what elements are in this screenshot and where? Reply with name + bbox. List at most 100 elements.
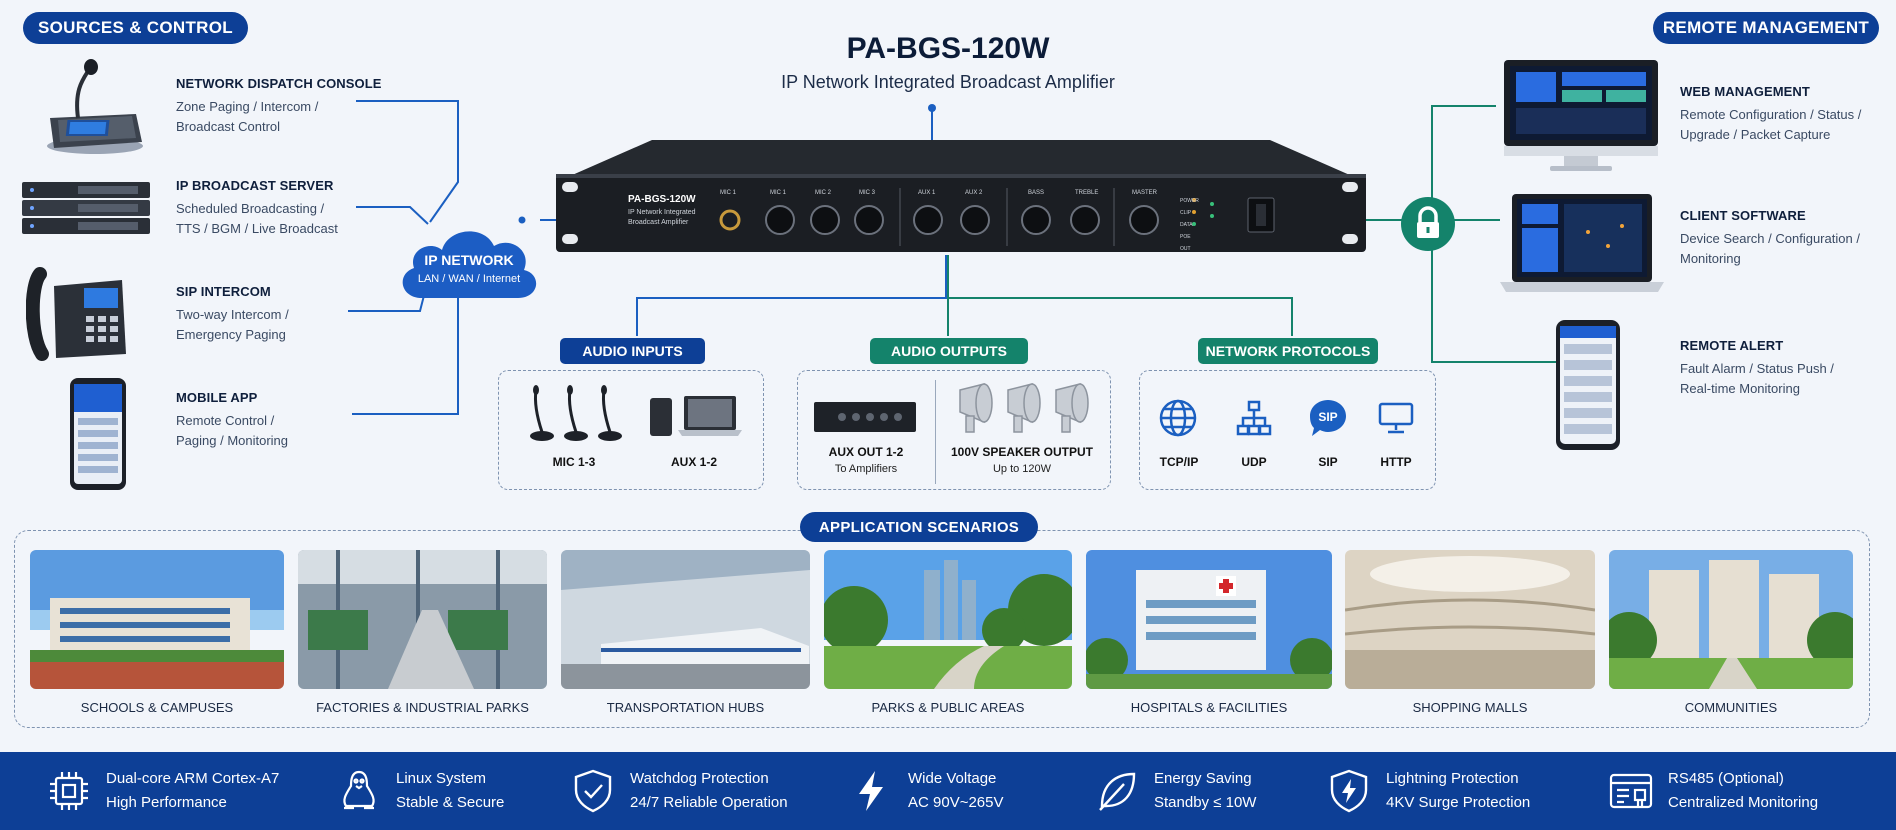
source-item-dispatch-console: NETWORK DISPATCH CONSOLE Zone Paging / I…	[176, 76, 382, 137]
source-desc-line2: Paging / Monitoring	[176, 433, 289, 448]
management-desc-line2: Real-time Monitoring	[1680, 381, 1800, 396]
management-title: REMOTE ALERT	[1680, 338, 1784, 353]
source-desc-line2: Broadcast Control	[176, 119, 281, 134]
scenario-image-park	[824, 550, 1072, 689]
source-title: SIP INTERCOM	[176, 284, 271, 299]
feature-line2: AC 90V~265V	[908, 794, 1004, 811]
scenario-image-factory	[298, 550, 547, 689]
line-alert	[1431, 220, 1556, 363]
source-title: IP BROADCAST SERVER	[176, 178, 334, 193]
indicator-poe: POE	[1180, 234, 1191, 240]
line-console	[356, 100, 459, 223]
feature-line2: Stable & Secure	[396, 794, 505, 811]
audio-outputs-box	[797, 370, 1111, 490]
mic-label: MIC 1-3	[552, 455, 596, 469]
feature-line2: Centralized Monitoring	[1668, 794, 1819, 811]
scenario-image-community	[1609, 550, 1853, 689]
speaker-out-title: 100V SPEAKER OUTPUT	[950, 445, 1094, 459]
remote-management-pill: REMOTE MANAGEMENT	[1653, 12, 1879, 44]
line-app	[352, 280, 459, 415]
device-control-aux2: AUX 2	[965, 190, 983, 196]
management-desc-line1: Device Search / Configuration /	[1680, 231, 1860, 246]
source-item-mobile-app: MOBILE APP Remote Control / Paging / Mon…	[176, 390, 288, 451]
leaf-icon	[1099, 772, 1136, 811]
feature-line1: Linux System	[396, 770, 487, 787]
feature-line2: 4KV Surge Protection	[1386, 794, 1531, 811]
device-control-master: MASTER	[1132, 190, 1158, 196]
indicator-power: POWER	[1180, 198, 1199, 204]
source-desc-line1: Remote Control /	[176, 413, 275, 428]
feature-line1: RS485 (Optional)	[1668, 770, 1784, 787]
lightning-bolt-icon	[859, 771, 883, 811]
device-control-mic1-knob: MIC 1	[770, 190, 787, 196]
monitor-icon	[1378, 402, 1414, 434]
protocols-box	[1139, 370, 1436, 490]
source-desc-line2: TTS / BGM / Live Broadcast	[176, 221, 338, 236]
feature-line1: Dual-core ARM Cortex-A7	[106, 770, 280, 787]
protocol-tcpip: TCP/IP	[1159, 455, 1199, 469]
microphone-console-icon	[47, 59, 143, 154]
source-title: NETWORK DISPATCH CONSOLE	[176, 76, 382, 91]
management-desc-line1: Fault Alarm / Status Push /	[1680, 361, 1834, 376]
aux-label: AUX 1-2	[670, 455, 717, 469]
cpu-chip-icon	[50, 772, 88, 810]
smartphone-alert-icon	[1556, 320, 1620, 450]
line-inputs	[636, 255, 947, 336]
management-title: WEB MANAGEMENT	[1680, 84, 1810, 99]
features-footer	[0, 752, 1896, 830]
feature-line1: Wide Voltage	[908, 770, 997, 787]
feature-line2: High Performance	[106, 794, 227, 811]
scenarios-pill: APPLICATION SCENARIOS	[800, 512, 1038, 542]
feature-line1: Watchdog Protection	[630, 770, 769, 787]
indicator-clip: CLIP	[1180, 210, 1192, 216]
device-model-label: PA-BGS-120W	[628, 194, 696, 205]
sources-control-pill: SOURCES & CONTROL	[23, 12, 248, 44]
scenario-image-mall	[1345, 550, 1595, 689]
linux-penguin-icon	[343, 770, 375, 810]
lock-icon	[1401, 197, 1455, 251]
source-desc-line1: Scheduled Broadcasting /	[176, 201, 325, 216]
microphones-icon	[530, 385, 622, 441]
aux-out-title: AUX OUT 1-2	[828, 445, 904, 459]
line-protocols	[948, 297, 1293, 336]
laptop-icon	[1500, 194, 1664, 292]
source-desc-line1: Two-way Intercom /	[176, 307, 289, 322]
indicator-out: OUT	[1180, 246, 1191, 252]
indicator-data: DATA	[1180, 222, 1193, 228]
management-title: CLIENT SOFTWARE	[1680, 208, 1806, 223]
audio-inputs-pill: AUDIO INPUTS	[560, 338, 705, 364]
device-control-mic3: MIC 3	[859, 190, 876, 196]
source-desc-line1: Zone Paging / Intercom /	[176, 99, 319, 114]
protocol-sip: SIP	[1318, 455, 1338, 469]
aux-out-sub: To Amplifiers	[834, 463, 898, 475]
scenario-label-transport: TRANSPORTATION HUBS	[606, 700, 765, 715]
scenario-label-communities: COMMUNITIES	[1684, 700, 1778, 715]
amplifier-device	[556, 140, 1366, 252]
device-control-aux1: AUX 1	[918, 190, 936, 196]
protocol-udp: UDP	[1241, 455, 1267, 469]
audio-inputs-box	[498, 370, 764, 490]
management-item-client: CLIENT SOFTWARE Device Search / Configur…	[1680, 208, 1860, 269]
scenario-label-factories: FACTORIES & INDUSTRIAL PARKS	[316, 700, 529, 715]
smartphone-icon	[70, 378, 126, 490]
protocol-http: HTTP	[1380, 455, 1412, 469]
cloud-dot	[518, 216, 526, 224]
cloud-icon	[402, 231, 537, 298]
scenario-label-parks: PARKS & PUBLIC AREAS	[871, 700, 1025, 715]
management-item-alert: REMOTE ALERT Fault Alarm / Status Push /…	[1680, 338, 1834, 399]
scenario-label-hospitals: HOSPITALS & FACILITIES	[1130, 700, 1288, 715]
feature-line2: Standby ≤ 10W	[1154, 794, 1257, 811]
feature-rs485: RS485 (Optional) Centralized Monitoring	[1608, 766, 1818, 816]
audio-outputs-pill: AUDIO OUTPUTS	[870, 338, 1028, 364]
scenario-image-hospital	[1086, 550, 1332, 689]
device-control-bass: BASS	[1028, 190, 1045, 196]
management-item-web: WEB MANAGEMENT Remote Configuration / St…	[1680, 84, 1861, 145]
desktop-monitor-icon	[1504, 60, 1658, 171]
sip-bubble-text: SIP	[1318, 410, 1337, 424]
product-title: PA-BGS-120W	[846, 32, 1050, 65]
amplifier-unit-icon	[814, 402, 916, 432]
